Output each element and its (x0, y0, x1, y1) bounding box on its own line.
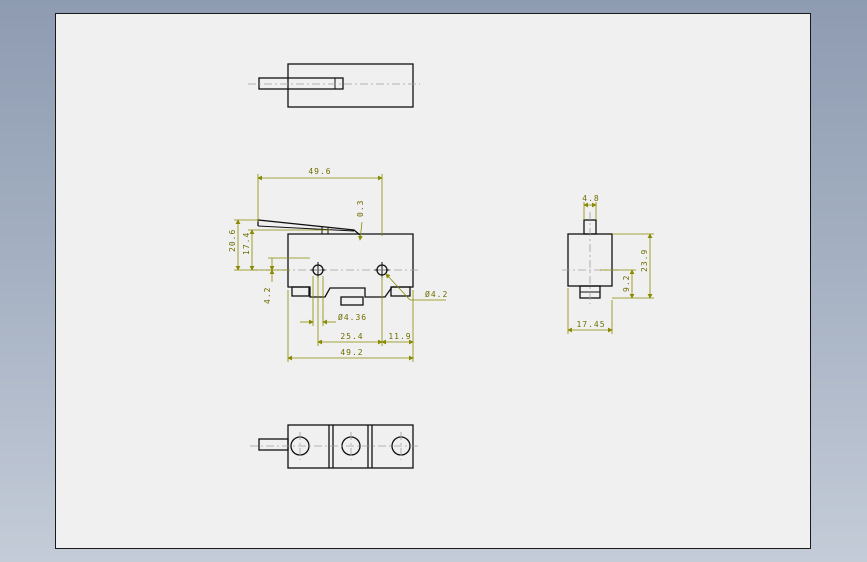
dim-hole-offset-label: 4.2 (263, 287, 272, 304)
front-terminal-middle (340, 296, 364, 306)
side-view (562, 212, 618, 304)
front-lever (257, 219, 361, 236)
front-terminal-right (390, 286, 411, 297)
front-body (287, 233, 414, 298)
dim-body-height-label: 23.9 (640, 249, 649, 272)
dim-terminal-height-label: 9.2 (622, 275, 631, 292)
dimension-hole-dia-right: Ø4.2 (385, 273, 448, 301)
dimension-plunger-width: 4.8 (582, 194, 599, 220)
dim-height-lever-label: 20.6 (228, 229, 237, 252)
bottom-view (250, 424, 418, 469)
dimension-hole-edge: 11.9 (381, 290, 414, 346)
dimension-overall-length: 49.6 (257, 167, 383, 236)
bottom-lever (258, 438, 289, 451)
dimension-hole-dia-left: Ø4.36 (300, 276, 367, 326)
dim-overall-length-label: 49.6 (308, 167, 331, 176)
dimension-lever-gap: 0.3 (356, 200, 365, 241)
dim-body-width-label: 17.45 (576, 320, 605, 329)
bottom-body (287, 424, 414, 469)
dim-hole-edge-label: 11.9 (388, 332, 411, 341)
dimension-body-height: 23.9 (612, 233, 654, 299)
dimension-terminal-height: 9.2 (600, 269, 636, 299)
dim-plunger-width-label: 4.8 (582, 194, 599, 203)
dim-height-body-label: 17.4 (242, 232, 251, 255)
dimension-height-body: 17.4 (242, 229, 330, 271)
drawing-sheet (55, 13, 811, 549)
top-lever (258, 77, 344, 90)
top-body (287, 63, 414, 108)
top-view (248, 63, 420, 108)
dim-hole-spacing-label: 25.4 (340, 332, 363, 341)
dim-hole-dia-left-label: Ø4.36 (338, 312, 367, 322)
dimension-height-lever: 20.6 (228, 219, 290, 271)
dim-lever-gap-label: 0.3 (356, 200, 365, 217)
dimension-hole-spacing: 25.4 (317, 276, 383, 346)
front-view (250, 219, 418, 306)
dimension-body-width: 17.45 (567, 288, 613, 334)
front-terminal-left (291, 286, 310, 297)
dimension-hole-offset: 4.2 (263, 257, 310, 304)
dim-hole-dia-right-label: Ø4.2 (425, 289, 448, 299)
dim-body-length-label: 49.2 (340, 348, 363, 357)
dimension-body-length: 49.2 (287, 290, 414, 362)
